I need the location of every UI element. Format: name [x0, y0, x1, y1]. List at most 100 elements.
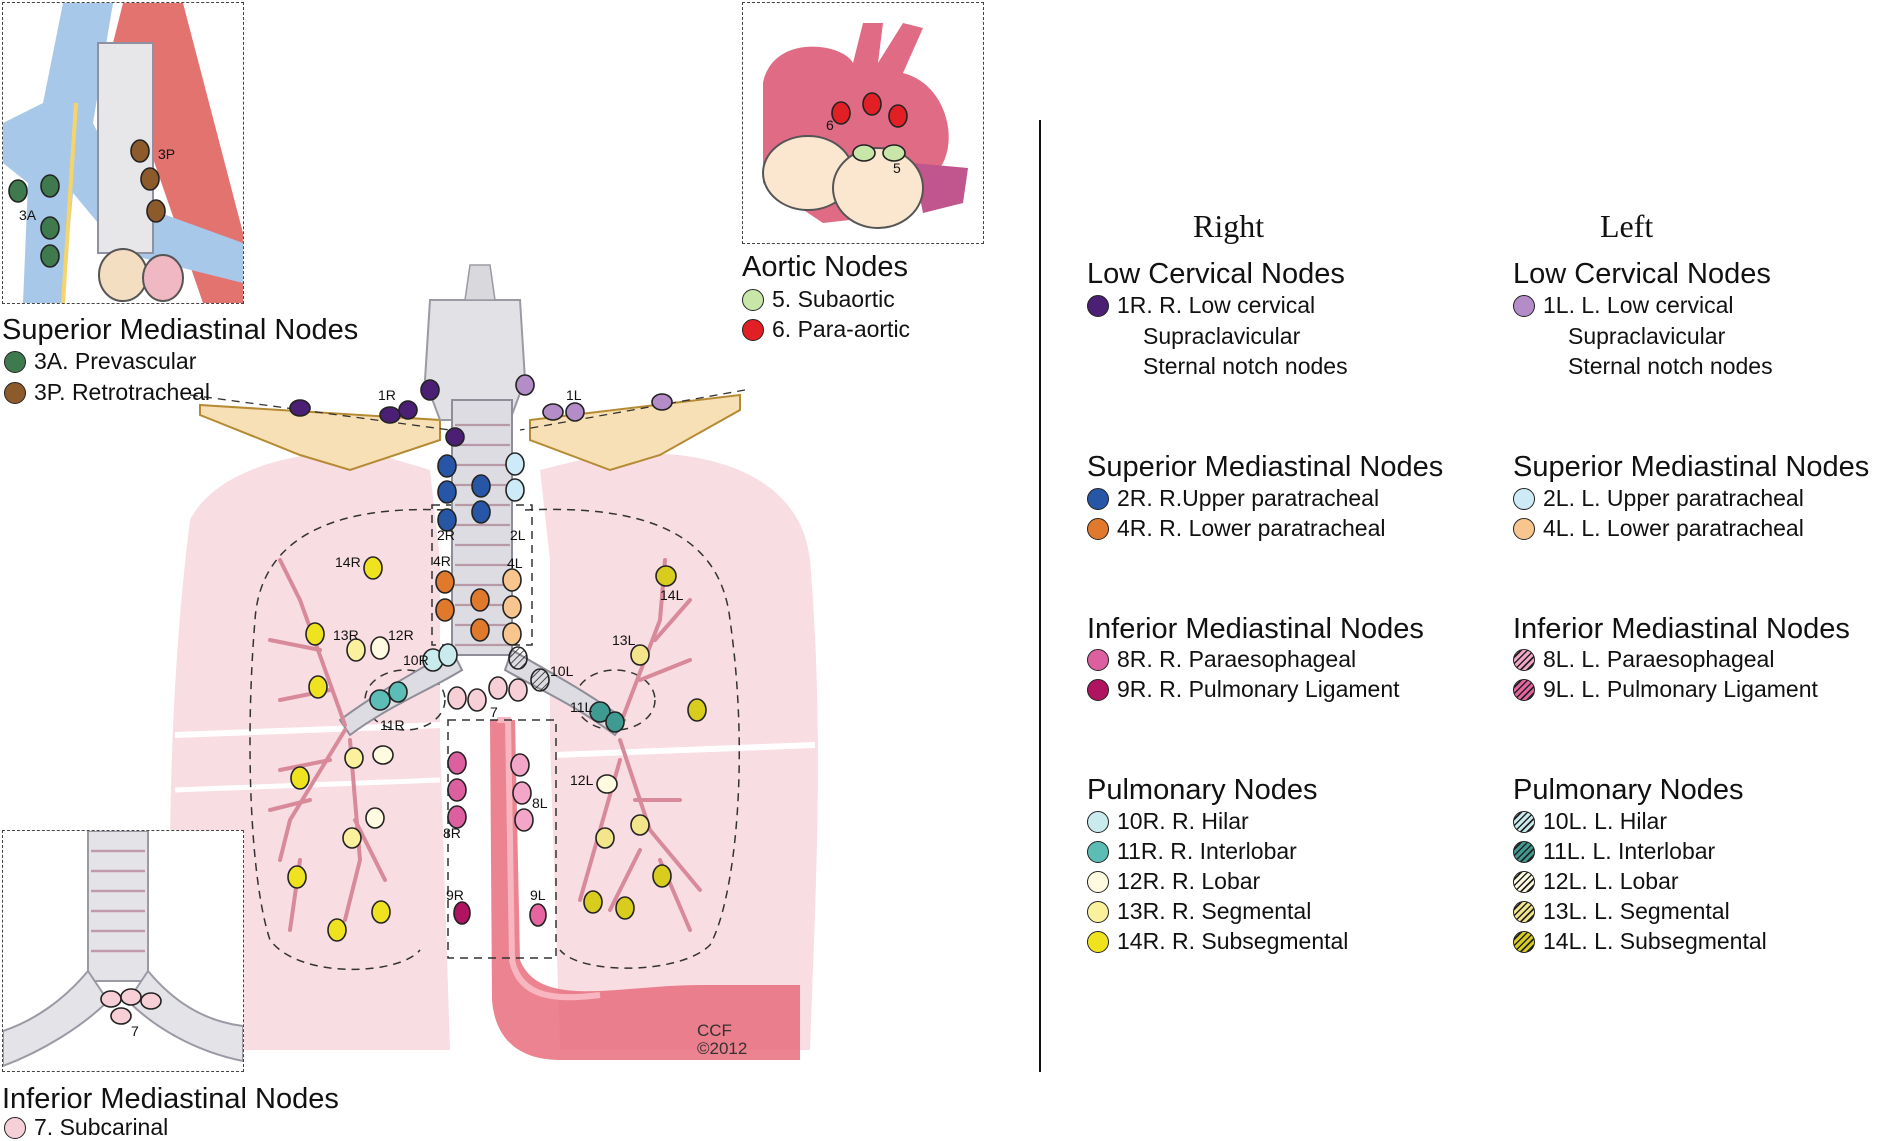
node-1r [379, 406, 401, 424]
node-11r [388, 681, 408, 703]
legend-item-9r: 9R. R. Pulmonary Ligament [1087, 678, 1400, 701]
label-2r: 2R [437, 527, 455, 543]
node-1r [289, 399, 311, 417]
label-9l: 9L [530, 887, 546, 903]
left-low-cervical-heading: Low Cervical Nodes [1513, 258, 1771, 290]
legend-item-1r: 1R. R. Low cervical [1087, 294, 1315, 317]
swatch-3p [4, 381, 26, 404]
node-6 [862, 92, 882, 116]
swatch-1r [1087, 294, 1109, 317]
node-7 [447, 686, 467, 710]
aortic-heading: Aortic Nodes [742, 251, 909, 283]
main-node-labels: 1R 1L 2R 2L 4R 4L 10R 10L 11R 11L 12R 12… [333, 387, 684, 903]
node-14l [615, 896, 635, 920]
node-14l [687, 698, 707, 722]
node-4r [470, 588, 490, 612]
node-4l [502, 622, 522, 646]
node-6 [888, 104, 908, 128]
legend-item-8r: 8R. R. Paraesophageal [1087, 648, 1356, 671]
node-7 [467, 688, 487, 712]
node-12r [370, 636, 390, 660]
legend-item-13l: 13L. L. Segmental [1513, 900, 1730, 923]
swatch-7 [4, 1116, 26, 1139]
legend-item-4l: 4L. L. Lower paratracheal [1513, 517, 1804, 540]
right-low-cervical-sub-2: Sternal notch nodes [1143, 353, 1348, 379]
node-1l [565, 402, 585, 422]
node-2r [471, 500, 491, 524]
left-column-title: Left [1600, 208, 1654, 244]
right-pulmonary-heading: Pulmonary Nodes [1087, 774, 1318, 806]
node-8l [510, 753, 530, 777]
node-8l [514, 808, 534, 832]
legend-item-8l: 8L. L. Paraesophageal [1513, 648, 1774, 671]
right-superior-heading: Superior Mediastinal Nodes [1087, 451, 1444, 483]
node-13l [595, 827, 615, 849]
legend-item-10l: 10L. L. Hilar [1513, 810, 1667, 833]
node-10l [530, 668, 550, 692]
node-13r [346, 638, 366, 662]
node-2l [505, 452, 525, 476]
node-2r [437, 480, 457, 504]
node-14l [652, 864, 672, 888]
swatch-11r [1087, 840, 1109, 863]
label-11l: 11L [570, 699, 593, 715]
left-pulmonary-heading: Pulmonary Nodes [1513, 774, 1744, 806]
swatch-6 [742, 318, 764, 341]
node-8r [447, 778, 467, 802]
node-14r [371, 900, 391, 924]
legend-item-11l: 11L. L. Interlobar [1513, 840, 1715, 863]
right-low-cervical-sub-1: Supraclavicular [1143, 323, 1301, 349]
label-6: 6 [826, 117, 834, 133]
legend-item-10r: 10R. R. Hilar [1087, 810, 1249, 833]
node-4l [502, 595, 522, 619]
legend-item-14r: 14R. R. Subsegmental [1087, 930, 1348, 953]
label-5: 5 [893, 160, 901, 176]
left-low-cervical-sub-2: Sternal notch nodes [1568, 353, 1773, 379]
legend-item-14l: 14L. L. Subsegmental [1513, 930, 1767, 953]
swatch-4l [1513, 517, 1535, 540]
node-3a [40, 174, 60, 198]
swatch-1l [1513, 294, 1535, 317]
node-1r [398, 400, 418, 420]
node-3a [40, 244, 60, 268]
node-13l [630, 644, 650, 666]
node-1l [515, 374, 535, 396]
node-13l [630, 814, 650, 836]
node-4l [502, 568, 522, 592]
label-14l: 14L [660, 587, 684, 603]
node-2r [471, 474, 491, 498]
left-inferior-heading: Inferior Mediastinal Nodes [1513, 613, 1850, 645]
legend-item-6: 6. Para-aortic [742, 318, 910, 341]
label-1l: 1L [566, 387, 582, 403]
left-low-cervical-sub-1: Supraclavicular [1568, 323, 1726, 349]
swatch-9l [1513, 678, 1535, 701]
node-7 [100, 990, 122, 1008]
main-lymph-nodes [287, 374, 707, 942]
node-8r [447, 751, 467, 775]
left-superior-heading: Superior Mediastinal Nodes [1513, 451, 1870, 483]
label-8l: 8L [532, 795, 548, 811]
legend-item-13r: 13R. R. Segmental [1087, 900, 1311, 923]
label-4r: 4R [433, 553, 451, 569]
legend-item-1l: 1L. L. Low cervical [1513, 294, 1733, 317]
right-column-title: Right [1193, 208, 1265, 244]
legend-item-2l: 2L. L. Upper paratracheal [1513, 487, 1804, 510]
swatch-12l [1513, 870, 1535, 893]
legend-item-3p: 3P. Retrotracheal [4, 381, 210, 404]
node-2r [437, 508, 457, 532]
node-1l [542, 403, 564, 421]
label-12r: 12R [388, 627, 414, 643]
legend-item-12l: 12L. L. Lobar [1513, 870, 1679, 893]
legend-item-2r: 2R. R.Upper paratracheal [1087, 487, 1379, 510]
label-13r: 13R [333, 627, 359, 643]
node-7 [508, 678, 528, 702]
node-7 [110, 1007, 132, 1025]
vertical-divider [1039, 120, 1041, 1072]
label-12l: 12L [570, 772, 594, 788]
swatch-10r [1087, 810, 1109, 833]
node-12r [365, 807, 385, 829]
swatch-8l [1513, 648, 1535, 671]
legend-item-9l: 9L. L. Pulmonary Ligament [1513, 678, 1818, 701]
node-4r [470, 618, 490, 642]
node-1r [445, 427, 465, 447]
